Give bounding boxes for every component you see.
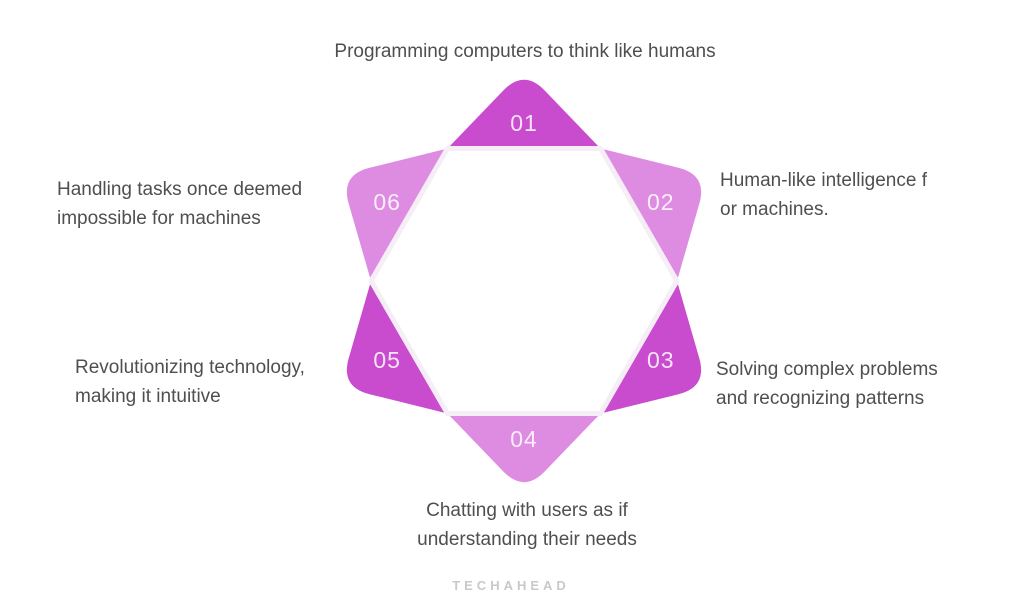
star-number-02: 02 [647, 189, 675, 215]
star-number-06: 06 [373, 189, 401, 215]
star-point-01 [447, 79, 601, 149]
star-number-04: 04 [510, 426, 538, 452]
star-point-02 [600, 148, 702, 281]
star-number-05: 05 [373, 347, 401, 373]
label-02: Human-like intelligence f or machines. [720, 170, 927, 220]
star-point-03 [600, 281, 702, 414]
star-point-04 [447, 413, 601, 483]
brand-logo: TECHAHEAD [452, 578, 570, 593]
star-number-03: 03 [647, 347, 675, 373]
star-point-06 [346, 148, 448, 281]
center-hexagon [368, 146, 680, 416]
label-06: Handling tasks once deemed impossible fo… [57, 179, 303, 229]
label-03: Solving complex problems and recognizing… [716, 359, 938, 409]
label-04: Chatting with users as if understanding … [417, 500, 637, 550]
label-05: Revolutionizing technology, making it in… [75, 357, 305, 407]
label-01: Programming computers to think like huma… [334, 41, 716, 62]
star-number-01: 01 [510, 110, 538, 136]
star-point-05 [346, 281, 448, 414]
